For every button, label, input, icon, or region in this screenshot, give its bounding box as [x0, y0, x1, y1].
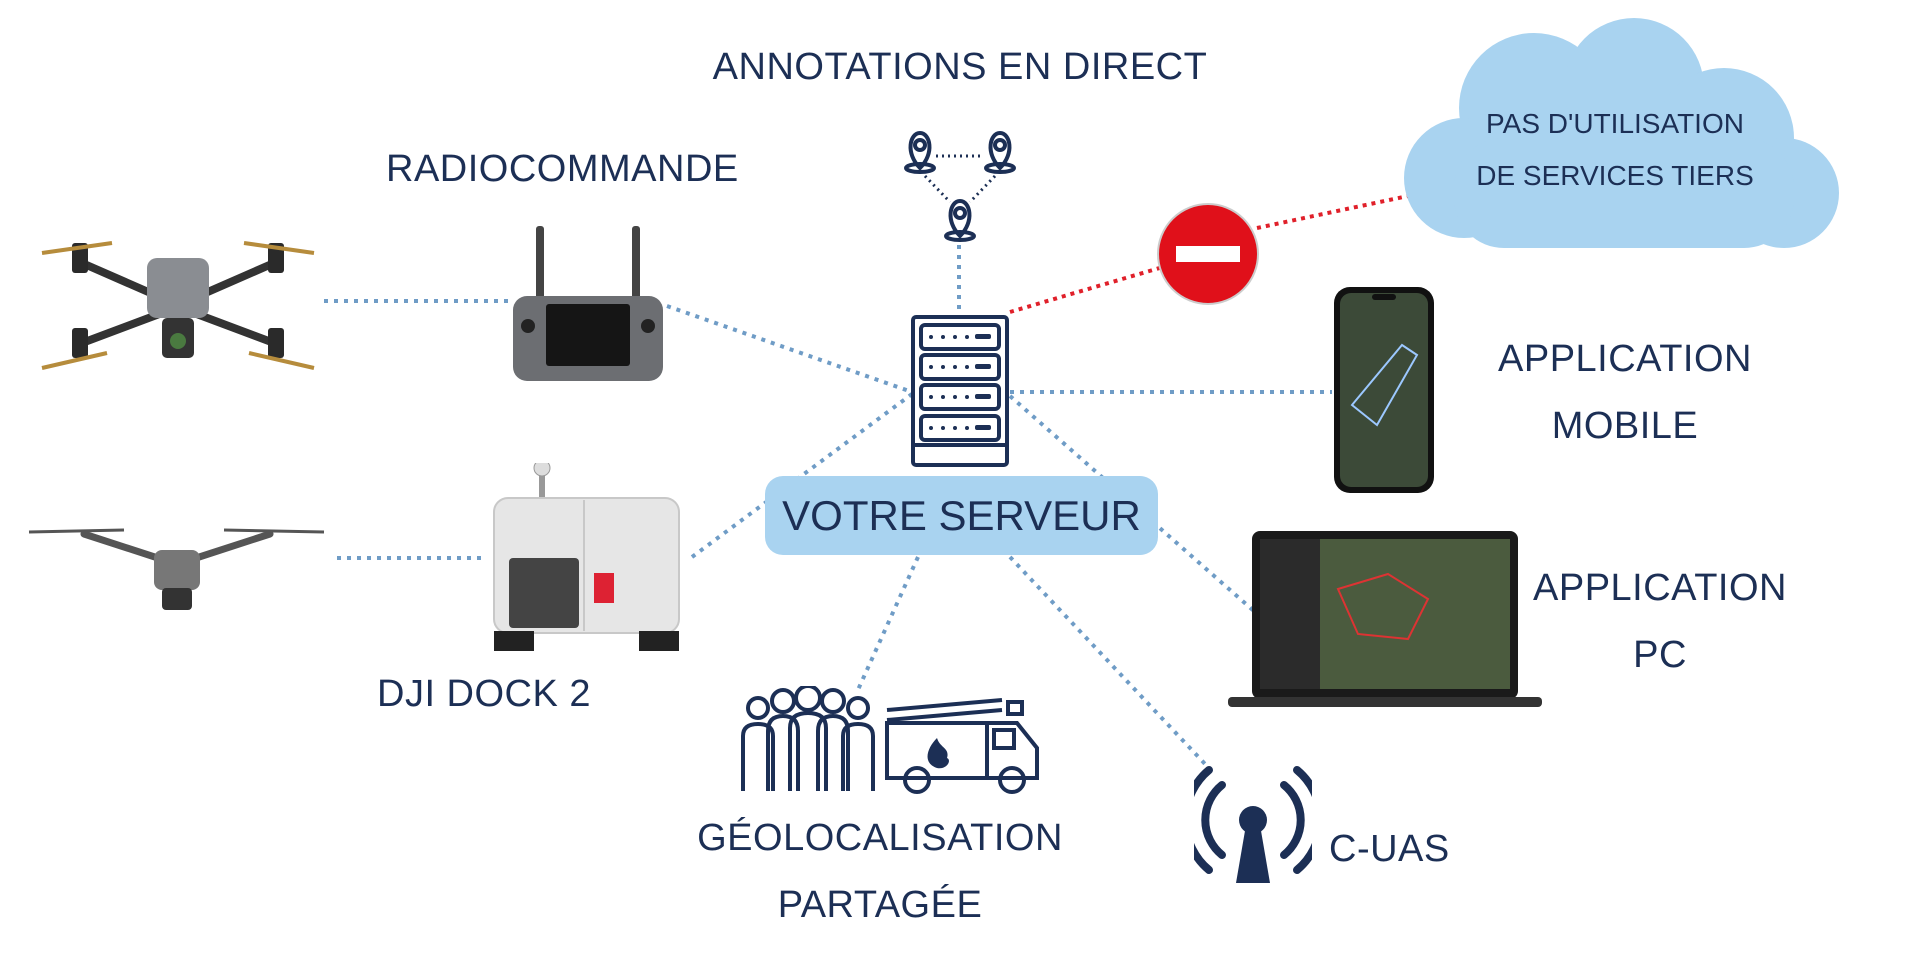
- cloud-icon: [1404, 18, 1839, 248]
- cloud-label-line1: PAS D'UTILISATION: [1486, 108, 1744, 139]
- drone-icon: [28, 528, 325, 610]
- blocked-link-2: [1256, 194, 1409, 230]
- dock-label: DJI DOCK 2: [377, 673, 592, 715]
- no-entry-icon: [1157, 203, 1259, 305]
- server-icon: [911, 315, 1009, 467]
- link-server-cuas: [1008, 555, 1208, 767]
- app-mobile-label: APPLICATION MOBILE: [1480, 326, 1770, 459]
- dock-icon: [493, 463, 680, 651]
- geoloc-line2: PARTAGÉE: [777, 883, 983, 926]
- link-server-geoloc: [855, 556, 920, 693]
- drone-icon: [41, 241, 315, 370]
- antenna-icon: [1194, 766, 1312, 883]
- cloud-label: PAS D'UTILISATION DE SERVICES TIERS: [1440, 98, 1790, 202]
- radiocommande-label: RADIOCOMMANDE: [386, 148, 739, 190]
- cloud-label-line2: DE SERVICES TIERS: [1476, 160, 1754, 191]
- app-pc-label: APPLICATION PC: [1515, 555, 1805, 688]
- server-label: VOTRE SERVEUR: [765, 476, 1158, 555]
- remote-controller-icon: [513, 226, 663, 381]
- geoloc-line1: GÉOLOCALISATION: [697, 817, 1063, 859]
- link-controller-server: [666, 304, 913, 394]
- app-pc-line2: PC: [1633, 633, 1687, 676]
- people-icon: [741, 686, 875, 791]
- smartphone-icon: [1334, 287, 1434, 493]
- annotations-label: ANNOTATIONS EN DIRECT: [712, 46, 1208, 88]
- app-mobile-line2: MOBILE: [1551, 404, 1699, 447]
- geoloc-label: GÉOLOCALISATION PARTAGÉE: [660, 805, 1100, 938]
- cuas-label: C-UAS: [1329, 828, 1450, 870]
- map-pins-icon: [904, 130, 1016, 242]
- blocked-link-1: [1009, 265, 1164, 314]
- laptop-icon: [1228, 531, 1542, 707]
- app-pc-line1: APPLICATION: [1533, 567, 1787, 609]
- fire-truck-icon: [885, 698, 1039, 794]
- app-mobile-line1: APPLICATION: [1498, 338, 1752, 380]
